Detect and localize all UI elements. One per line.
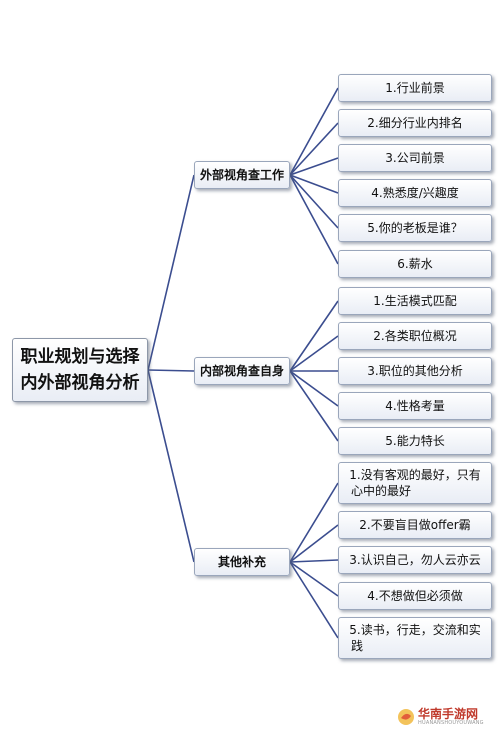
leaf-company-prospect: 3.公司前景 <box>338 144 492 172</box>
root-node: 职业规划与选择 内外部视角分析 <box>12 338 148 402</box>
leaf-label: 4.熟悉度/兴趣度 <box>371 186 459 200</box>
leaf-lifestyle-match: 1.生活模式匹配 <box>338 287 492 315</box>
leaf-must-do: 4.不想做但必须做 <box>338 582 492 610</box>
root-title-line1: 职业规划与选择 <box>20 347 140 367</box>
leaf-industry-prospect: 1.行业前景 <box>338 74 492 102</box>
leaf-label: 1.生活模式匹配 <box>373 294 457 308</box>
leaf-abilities: 5.能力特长 <box>338 427 492 455</box>
connector-line <box>289 561 339 597</box>
connector-line <box>147 369 195 563</box>
connector-line <box>289 559 339 563</box>
leaf-label: 5.能力特长 <box>385 434 445 448</box>
connector-line <box>289 122 339 176</box>
connector-line <box>289 482 339 563</box>
leaf-familiarity-interest: 4.熟悉度/兴趣度 <box>338 179 492 207</box>
root-title-line2: 内外部视角分析 <box>20 373 140 393</box>
leaf-label-line2: 心中的最好 <box>351 484 412 498</box>
leaf-no-blind-offers: 2.不要盲目做offer霸 <box>338 511 492 539</box>
leaf-label: 1.行业前景 <box>385 81 445 95</box>
leaf-salary: 6.薪水 <box>338 250 492 278</box>
branch-other-supplements: 其他补充 <box>194 548 290 576</box>
leaf-label-line1: 1.没有客观的最好，只有 <box>349 468 481 482</box>
branch-external-view: 外部视角查工作 <box>194 161 290 189</box>
leaf-segment-ranking: 2.细分行业内排名 <box>338 109 492 137</box>
leaf-label: 4.性格考量 <box>385 399 445 413</box>
leaf-label: 2.各类职位概况 <box>373 329 457 343</box>
leaf-know-yourself: 3.认识自己，勿人云亦云 <box>338 546 492 574</box>
leaf-label: 2.不要盲目做offer霸 <box>359 518 471 532</box>
leaf-label-line1: 5.读书，行走，交流和实 <box>349 623 481 637</box>
connector-line <box>289 174 339 194</box>
leaf-label: 3.认识自己，勿人云亦云 <box>349 553 481 567</box>
leaf-label: 4.不想做但必须做 <box>367 589 463 603</box>
leaf-personality: 4.性格考量 <box>338 392 492 420</box>
branch-label: 内部视角查自身 <box>199 364 284 378</box>
leaf-label: 2.细分行业内排名 <box>367 116 463 130</box>
leaf-label: 3.公司前景 <box>385 151 445 165</box>
leaf-label: 3.职位的其他分析 <box>367 364 463 378</box>
connector-line <box>289 87 339 176</box>
connector-line <box>289 561 339 639</box>
watermark-subtext: HUANANSHOUYOUWANG <box>418 720 484 726</box>
leaf-label: 6.薪水 <box>397 257 433 271</box>
leaf-label: 5.你的老板是谁？ <box>367 221 463 235</box>
connector-line <box>289 300 339 372</box>
connector-line <box>289 335 339 372</box>
connector-line <box>289 157 339 176</box>
connector-lines <box>147 87 339 639</box>
connector-line <box>289 174 339 265</box>
watermark-text: 华南手游网 <box>418 707 479 721</box>
leaf-job-overview: 2.各类职位概况 <box>338 322 492 350</box>
leaf-read-travel-practice: 5.读书，行走，交流和实 践 <box>338 617 492 659</box>
branch-label: 其他补充 <box>217 555 266 569</box>
leaf-no-objective-best: 1.没有客观的最好，只有 心中的最好 <box>338 462 492 504</box>
connector-line <box>289 370 339 407</box>
connector-line <box>147 369 195 372</box>
branch-label: 外部视角查工作 <box>199 168 284 182</box>
site-logo-icon <box>398 709 414 725</box>
leaf-label-line2: 践 <box>351 639 364 653</box>
leaf-job-other-analysis: 3.职位的其他分析 <box>338 357 492 385</box>
leaf-who-is-boss: 5.你的老板是谁？ <box>338 214 492 242</box>
connector-line <box>147 174 195 371</box>
connector-line <box>289 370 339 442</box>
branch-internal-view: 内部视角查自身 <box>194 357 290 385</box>
connector-line <box>289 174 339 229</box>
connector-line <box>289 524 339 563</box>
watermark: 华南手游网 HUANANSHOUYOUWANG <box>397 704 497 730</box>
